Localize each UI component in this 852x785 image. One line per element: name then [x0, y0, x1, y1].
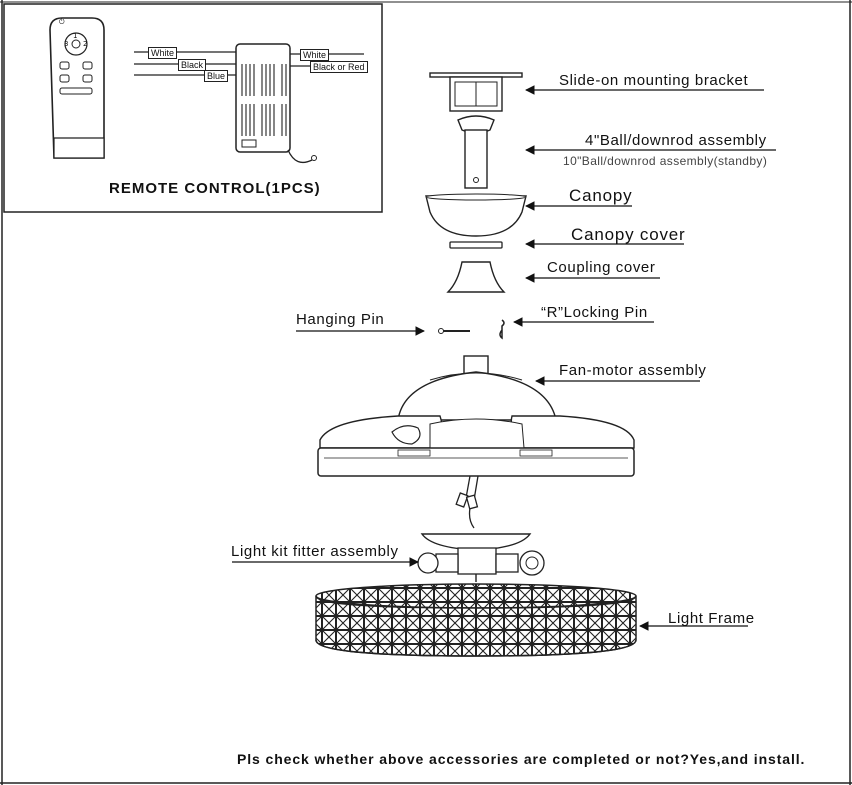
- wire-label-white-in: White: [148, 47, 178, 59]
- mounting-bracket-drawing: [429, 72, 523, 112]
- receiver-box-icon: [235, 43, 317, 164]
- wire-label-blue-in: Blue: [204, 70, 229, 82]
- label-downrod: 4"Ball/downrod assembly: [585, 132, 767, 149]
- label-fan-motor: Fan-motor assembly: [559, 362, 707, 379]
- remote-power-icon: ⏻: [59, 18, 65, 26]
- label-light-frame: Light Frame: [668, 610, 755, 627]
- remote-key-3: 3: [64, 40, 69, 48]
- wire-label-black-red-out: Black or Red: [310, 61, 368, 73]
- remote-box-frame: [3, 3, 383, 213]
- remote-box-title: REMOTE CONTROL(1PCS): [109, 180, 321, 197]
- remote-key-1: 1: [73, 32, 78, 40]
- label-downrod-standby: 10"Ball/downrod assembly(standby): [563, 154, 768, 168]
- coupling-cover-drawing: [446, 261, 506, 293]
- label-canopy-cover: Canopy cover: [571, 225, 686, 244]
- remote-key-2: 2: [83, 40, 88, 48]
- fan-motor-drawing: [317, 355, 635, 477]
- locking-pin-drawing: [499, 319, 505, 340]
- light-kit-drawing: [417, 533, 545, 582]
- remote-handset-icon: [49, 17, 105, 159]
- canopy-drawing: [425, 193, 527, 237]
- label-hanging-pin: Hanging Pin: [296, 311, 385, 328]
- label-light-kit: Light kit fitter assembly: [231, 543, 399, 560]
- canopy-cover-drawing: [449, 241, 503, 249]
- wire-connectors-drawing: [455, 475, 479, 529]
- label-coupling-cover: Coupling cover: [547, 259, 656, 276]
- label-canopy: Canopy: [569, 186, 633, 205]
- wire-label-white-out: White: [300, 49, 330, 61]
- footer-note: Pls check whether above accessories are …: [237, 751, 806, 767]
- downrod-drawing: [457, 115, 495, 189]
- hanging-pin-drawing: [438, 328, 470, 334]
- label-locking-pin: “R”Locking Pin: [541, 304, 648, 321]
- light-frame-drawing: [315, 583, 637, 657]
- label-mounting-bracket: Slide-on mounting bracket: [559, 72, 749, 89]
- wire-label-black-in: Black: [178, 59, 207, 71]
